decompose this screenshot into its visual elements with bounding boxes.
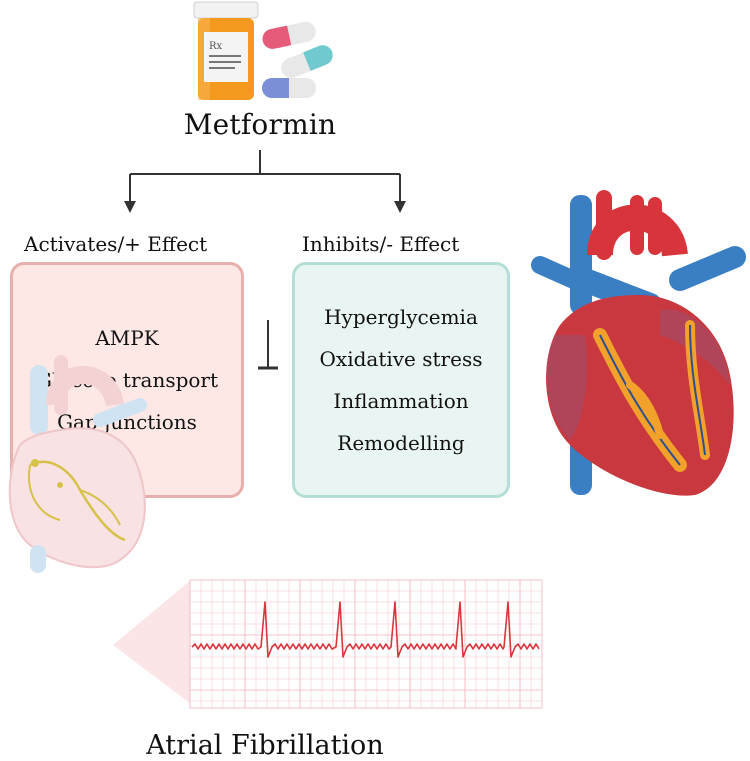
inhibits-item: Remodelling (337, 431, 465, 455)
inhibits-item: Oxidative stress (319, 347, 483, 371)
inhibition-marker (258, 320, 278, 370)
branch-connector (124, 150, 406, 213)
capsule-icon (262, 21, 333, 98)
inhibits-box: Hyperglycemia Oxidative stress Inflammat… (292, 262, 510, 498)
activates-item: AMPK (95, 326, 159, 350)
zoom-wedge (113, 580, 191, 704)
activates-heading: Activates/+ Effect (24, 232, 208, 256)
heart-conduction-icon (8, 355, 147, 573)
pill-bottle-icon: Rx (193, 1, 259, 100)
rx-label: Rx (209, 41, 223, 52)
inhibits-item: Inflammation (333, 389, 469, 413)
heart-anatomy-icon (531, 190, 746, 496)
inhibits-heading: Inhibits/- Effect (302, 232, 460, 256)
outcome-label: Atrial Fibrillation (146, 730, 384, 761)
inhibits-item: Hyperglycemia (324, 305, 478, 329)
ecg-trace (191, 601, 540, 658)
diagram-title: Metformin (183, 108, 337, 141)
ecg-strip (189, 579, 543, 709)
